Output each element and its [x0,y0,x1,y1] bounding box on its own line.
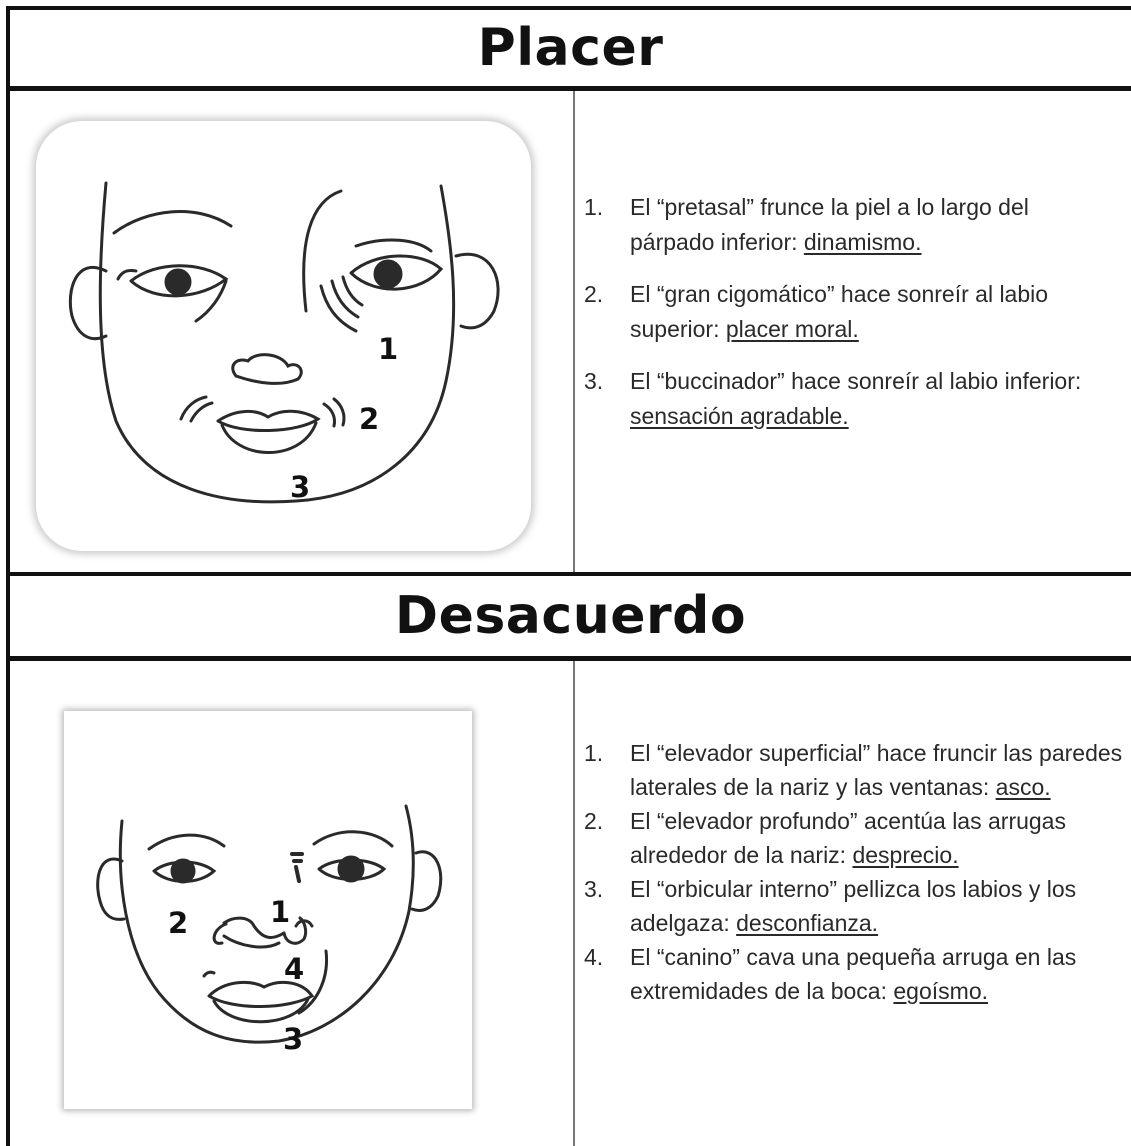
list-item: 2. El “elevador profundo” acentúa las ar… [584,804,1124,872]
desacuerdo-muscle-list: 1. El “elevador superficial” hace frunci… [584,736,1124,1008]
placer-face-illustration: 1 2 3 [36,121,531,551]
list-item-number: 1. [584,740,604,766]
desacuerdo-face-illustration: 1 2 3 4 [64,711,472,1109]
list-item-emphasis: sensación agradable. [630,403,849,429]
list-item: 3. El “orbicular interno” pellizca los l… [584,872,1124,940]
list-item-text: El “orbicular interno” pellizca los labi… [630,876,1077,936]
list-item-emphasis: desconfianza. [736,910,879,936]
placer-muscle-list: 1. El “pretasal” frunce la piel a lo lar… [584,190,1104,451]
placer-title: Placer [477,18,664,78]
list-item-text: El “elevador profundo” acentúa las arrug… [630,808,1066,868]
list-item-emphasis: placer moral. [725,316,859,342]
list-item: 2. El “gran cigomático” hace sonreír al … [584,277,1104,347]
list-item-emphasis: egoísmo. [893,978,988,1004]
desacuerdo-column-divider [573,661,575,1146]
callout-number: 3 [290,470,310,504]
list-item-text: El “pretasal” frunce la piel a lo largo … [630,194,1029,255]
list-item-text: El “elevador superficial” hace fruncir l… [630,740,1123,800]
callout-number: 3 [283,1022,303,1056]
list-item: 3. El “buccinador” hace sonreír al labio… [584,364,1104,434]
list-item-emphasis: dinamismo. [803,229,922,255]
list-item-number: 2. [584,808,604,834]
list-item-number: 4. [584,944,604,970]
list-item: 1. El “elevador superficial” hace frunci… [584,736,1124,804]
desacuerdo-title: Desacuerdo [394,586,747,646]
list-item-number: 3. [584,876,604,902]
callout-number: 1 [270,895,290,929]
list-item-text: El “gran cigomático” hace sonreír al lab… [630,281,1049,342]
placer-column-divider [573,91,575,572]
callout-number: 4 [284,952,304,986]
desacuerdo-title-bar: Desacuerdo [10,576,1131,661]
list-item-text: El “buccinador” hace sonreír al labio in… [630,368,1082,394]
callout-number: 2 [168,906,188,940]
list-item-number: 1. [584,194,604,220]
list-item-emphasis: asco. [995,774,1051,800]
desacuerdo-section: Desacuerdo [6,572,1131,1146]
list-item: 1. El “pretasal” frunce la piel a lo lar… [584,190,1104,260]
placer-section: Placer [6,6,1131,572]
callout-number: 1 [378,332,398,366]
list-item-number: 2. [584,281,604,307]
list-item-text: El “canino” cava una pequeña arruga en l… [630,944,1077,1004]
list-item: 4. El “canino” cava una pequeña arruga e… [584,940,1124,1008]
callout-number: 2 [359,402,379,436]
placer-title-bar: Placer [10,10,1131,91]
list-item-emphasis: desprecio. [852,842,959,868]
list-item-number: 3. [584,368,604,394]
